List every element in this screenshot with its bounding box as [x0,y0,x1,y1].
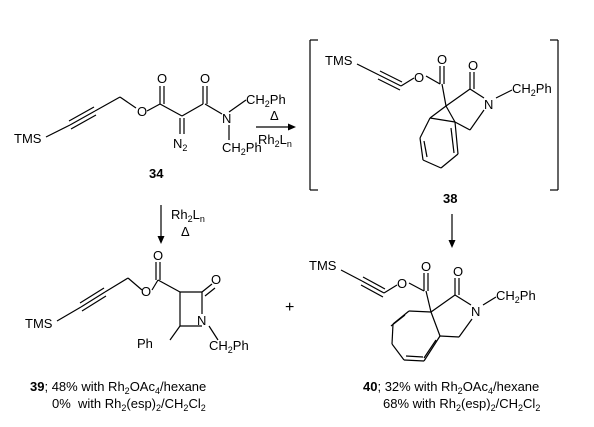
compound-39-n: N [197,313,207,328]
compound-34-carbonyl-o1: O [157,71,168,86]
compound-40-ester-o: O [397,276,408,291]
compound-39-ester-o: O [141,284,152,299]
compound-39-tms: TMS [25,316,53,331]
arrow-to-39-heat: Δ [181,224,190,239]
caption-40-number: 40 [363,379,378,394]
compound-34-bonds [45,86,247,140]
compound-38-carbonyl-o1: O [437,52,448,67]
compound-34-n2: N2 [173,136,188,153]
arrow-to-38-heat: Δ [270,108,279,123]
compound-34-tms: TMS [14,131,42,146]
caption-40: 40; 32% with Rh2OAc4/hexane 68% with Rh2… [363,379,541,413]
compound-39-ph: Ph [137,336,153,351]
compound-39-ch2ph: CH2Ph [209,338,249,355]
arrow-to-39 [157,205,165,244]
compound-40-ch2ph: CH2Ph [496,288,536,305]
compound-34-number: 34 [149,166,164,181]
compound-40-bonds [340,269,497,362]
compound-38-carbonyl-o2: O [468,58,479,73]
compound-39-bonds [56,262,219,341]
compound-38-tms: TMS [325,53,353,68]
compound-40-n: N [471,304,481,319]
plus-sign: + [285,299,295,316]
arrow-to-38-catalyst: Rh2Ln [258,132,292,149]
compound-38-ch2ph: CH2Ph [512,81,552,98]
compound-34-ch2ph-top: CH2Ph [246,92,286,109]
bracket-left [309,39,318,191]
caption-39-number: 39 [30,379,45,394]
compound-34-ester-o: O [137,104,148,119]
arrow-to-38 [256,123,296,131]
bracket-right [550,39,559,191]
compound-39-carbonyl-o1: O [153,248,164,263]
arrow-38-to-40 [448,214,456,248]
caption-39: 39; 48% with Rh2OAc4/hexane 0% with Rh2(… [30,379,207,413]
compound-40-carbonyl-o2: O [453,264,464,279]
compound-38-ester-o: O [414,70,425,85]
compound-38-n: N [484,97,494,112]
compound-40-tms: TMS [309,258,337,273]
compound-34-n: N [222,111,232,126]
compound-39-carbonyl-o2: O [211,272,222,287]
compound-40-carbonyl-o1: O [421,259,432,274]
compound-34-ch2ph-bot: CH2Ph [222,140,262,157]
arrow-to-39-catalyst: Rh2Ln [171,207,205,224]
compound-34-carbonyl-o2: O [200,71,211,86]
compound-38-number: 38 [443,191,458,206]
compound-38-bonds [356,63,513,169]
